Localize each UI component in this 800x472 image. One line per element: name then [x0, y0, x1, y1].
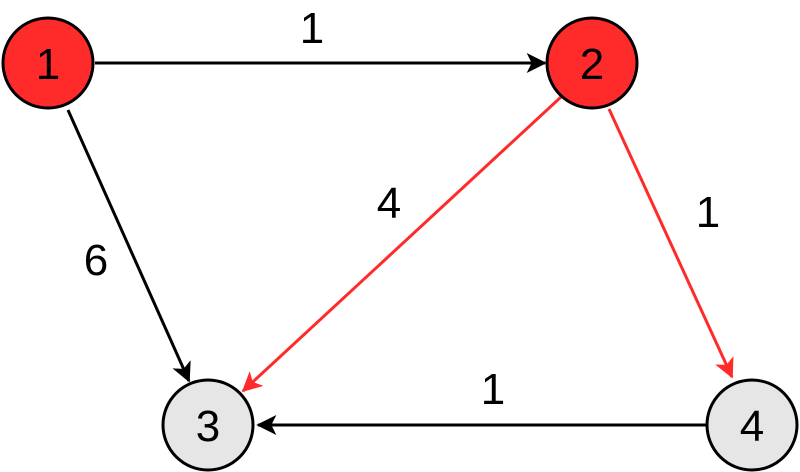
node-1-label: 1 — [36, 40, 60, 89]
edge-2-3 — [241, 95, 563, 393]
edge-weight-1-2: 1 — [300, 4, 324, 53]
node-2-label: 2 — [580, 40, 604, 89]
edge-weight-4-3: 1 — [481, 365, 505, 414]
edge-weight-2-4: 1 — [696, 188, 720, 237]
edge-2-4 — [607, 108, 734, 379]
edge-weight-2-3: 4 — [377, 179, 401, 228]
node-4-label: 4 — [740, 402, 764, 451]
edge-weight-1-3: 6 — [84, 236, 108, 285]
node-3-label: 3 — [196, 402, 220, 451]
node-2: 2 — [545, 16, 639, 110]
node-3: 3 — [161, 378, 255, 472]
edge-1-3 — [66, 109, 191, 383]
node-4: 4 — [705, 378, 799, 472]
node-1: 1 — [1, 16, 95, 110]
